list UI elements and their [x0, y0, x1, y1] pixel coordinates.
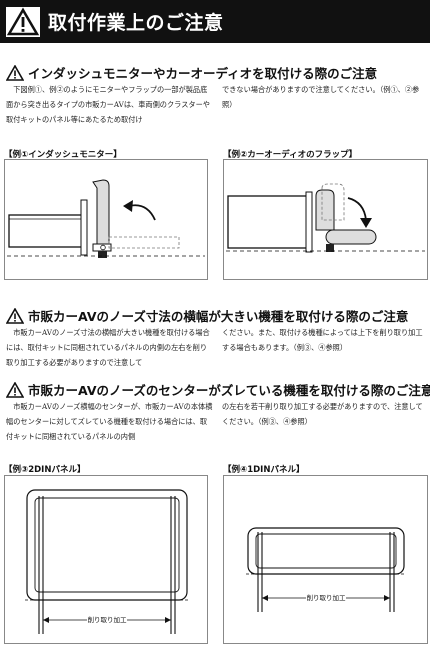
figure-2-audio-flap [223, 159, 428, 280]
figure-3-cut-label: 削り取り加工 [87, 616, 127, 624]
figure-1-caption: 【例①インダッシュモニター】 [4, 150, 122, 160]
warning-icon [6, 6, 40, 37]
figure-2-caption: 【例②カーオーディオのフラップ】 [223, 150, 358, 160]
warning-icon [6, 381, 24, 398]
figure-3-2din-panel: 削り取り加工 [4, 475, 208, 644]
warning-icon [6, 307, 24, 324]
header-banner: 取付作業上のご注意 [0, 0, 430, 43]
page-title: 取付作業上のご注意 [48, 12, 224, 34]
figure-4-1din-panel: 削り取り加工 [223, 475, 428, 644]
section-3-title: 市販カーAVのノーズのセンターがズレている機種を取付ける際のご注意 [6, 380, 430, 399]
section-2-text-right: ください。また、取付ける機種によっては上下を削り取り加工する場合もあります。（例… [222, 328, 423, 352]
figure-4-caption: 【例④1DINパネル】 [223, 465, 305, 475]
section-2-title: 市販カーAVのノーズ寸法の横幅が大きい機種を取付ける際のご注意 [6, 306, 408, 325]
figure-1-in-dash-monitor [4, 159, 208, 280]
warning-icon [6, 64, 24, 81]
figure-3-caption: 【例③2DINパネル】 [4, 465, 86, 475]
section-2-text-left: 市販カーAVのノーズ寸法の横幅が大きい機種を取付ける場合には、取付キットに同梱さ… [6, 328, 210, 367]
section-1-text-right: できない場合がありますので注意してください。（例①、②参照） [222, 85, 420, 109]
section-3-text-right: の左右を若干削り取り加工する必要がありますので、注意してください。（例③、④参照… [222, 402, 423, 426]
section-3-text-left: 市販カーAVのノーズ横幅のセンターが、市販カーAVの本体横幅のセンターに対してズ… [6, 402, 213, 441]
figure-4-cut-label: 削り取り加工 [306, 594, 346, 602]
section-1-text-left: 下図例①、例②のようにモニターやフラップの一部が製品底面から突き出るタイプの市販… [6, 85, 210, 124]
section-1-title: インダッシュモニターやカーオーディオを取付ける際のご注意 [6, 63, 377, 82]
